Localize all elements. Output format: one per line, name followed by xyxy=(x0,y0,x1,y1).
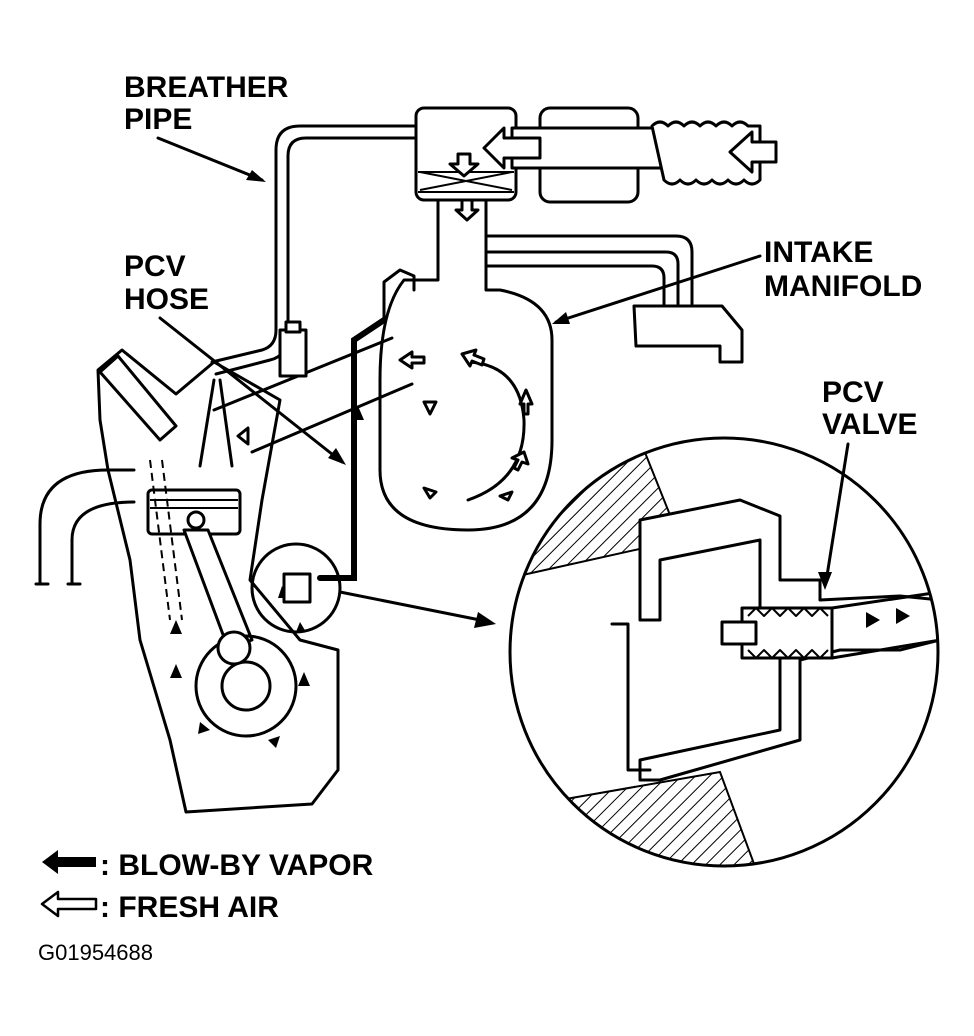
connecting-rod xyxy=(182,528,254,650)
pcv-hose-arrowhead xyxy=(328,448,346,465)
pcv-hose-label-line1: PCV xyxy=(124,250,186,283)
fuel-injector xyxy=(98,354,178,442)
intake-manifold-label: INTAKE MANIFOLD xyxy=(764,236,922,303)
pcv-valve-label-line2: VALVE xyxy=(822,408,918,441)
intake-manifold-arrowhead xyxy=(552,312,570,324)
magnify-arrowhead xyxy=(474,612,496,628)
pcv-valve-detail-circle xyxy=(250,542,342,634)
legend-fresh-air: : FRESH AIR xyxy=(40,890,279,924)
fresh-air-arrow-icon xyxy=(40,890,98,918)
legend: : BLOW-BY VAPOR : FRESH AIR xyxy=(40,849,374,924)
pcv-valve-inset xyxy=(508,436,940,868)
pcv-valve-label: PCV VALVE xyxy=(822,376,918,441)
intake-manifold-label-line2: MANIFOLD xyxy=(764,270,922,303)
egr-valve xyxy=(632,304,744,364)
figure-code: G01954688 xyxy=(38,940,153,965)
breather-pipe xyxy=(210,124,416,364)
pcv-hose-label: PCV HOSE xyxy=(124,250,209,316)
magnify-leader xyxy=(338,590,492,624)
breather-pipe-arrowhead xyxy=(246,170,266,182)
fresh-air-arrow-inlet xyxy=(728,130,778,174)
breather-pipe-leader xyxy=(156,136,264,182)
intake-manifold-label-line1: INTAKE xyxy=(764,236,873,269)
legend-blow-by: : BLOW-BY VAPOR xyxy=(42,849,374,882)
pcv-hose xyxy=(317,317,387,581)
intake-manifold xyxy=(212,198,744,532)
pcv-hose-label-line2: HOSE xyxy=(124,283,209,316)
pcv-hose-leader xyxy=(158,316,344,464)
intake-manifold-leader xyxy=(554,254,762,324)
blow-by-arrow-icon xyxy=(42,850,96,874)
pcv-valve-leader xyxy=(824,442,850,584)
engine-block xyxy=(96,348,340,814)
air-cleaner-assembly xyxy=(414,106,778,222)
breather-pipe-label: BREATHER PIPE xyxy=(124,71,289,136)
spark-plug xyxy=(278,328,308,378)
pcv-valve-label-line1: PCV xyxy=(822,376,884,409)
legend-blow-by-text: : BLOW-BY VAPOR xyxy=(100,849,374,882)
fresh-air-arrow-duct xyxy=(482,126,542,170)
pcv-valve-arrowhead xyxy=(818,572,832,590)
breather-pipe-label-line1: BREATHER xyxy=(124,71,289,104)
engine-cutaway xyxy=(34,320,340,814)
breather-pipe-label-line2: PIPE xyxy=(124,103,192,136)
legend-fresh-air-text: : FRESH AIR xyxy=(100,891,279,924)
